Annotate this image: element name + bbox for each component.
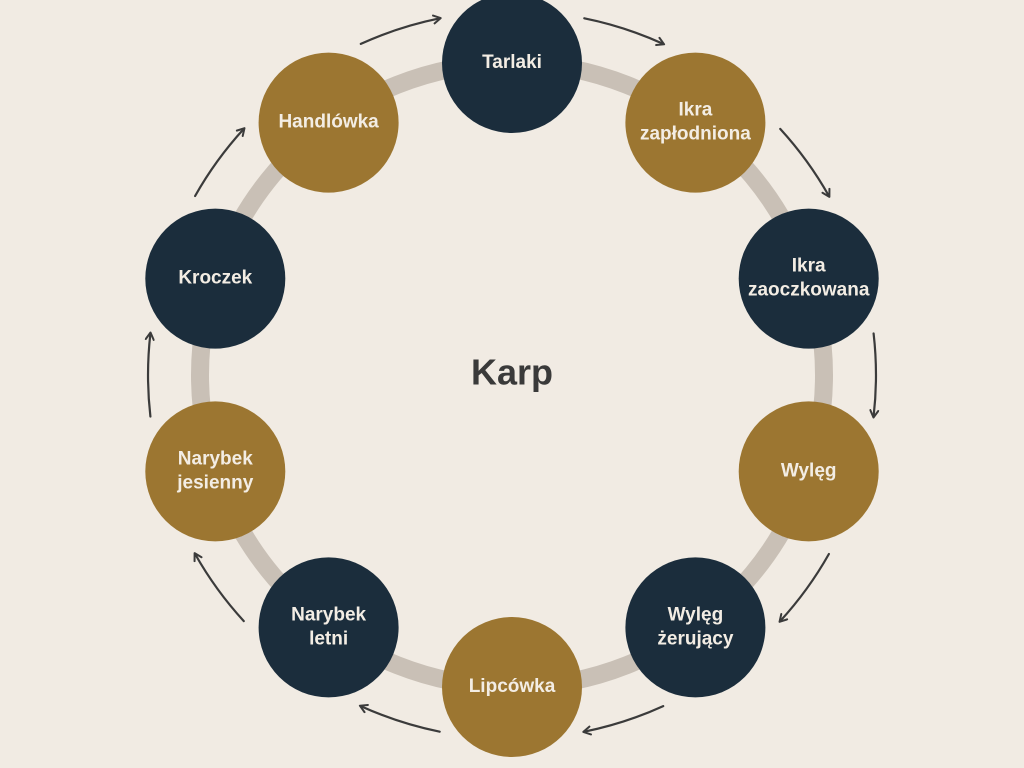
stage-label-wyleg-line-1: Wylęg: [781, 460, 837, 481]
stage-label-ikra-zaoczkowana-line-1: Ikra: [792, 256, 826, 277]
stage-label-kroczek-line-1: Kroczek: [178, 268, 252, 289]
cycle-arrow-1: [583, 17, 666, 47]
stage-nodes: TarlakiIkrazapłodnionaIkrazaoczkowanaWyl…: [145, 0, 879, 757]
stage-node-narybek-letni: Narybek letni: [258, 557, 399, 698]
stage-label-narybek-letni-line-1: Narybek: [291, 604, 366, 625]
cycle-arrow-8: [144, 331, 155, 418]
stage-label-wyleg-zerujacy-line-1: Wylęg: [668, 604, 724, 625]
cycle-arrow-4: [778, 552, 830, 623]
stage-label-lipcowka-line-1: Lipcówka: [469, 676, 556, 697]
center-title: Karp: [471, 352, 553, 393]
stage-node-kroczek: Kroczek: [145, 208, 286, 349]
cycle-arrow-2: [779, 127, 831, 198]
stage-label-narybek-letni-line-2: letni: [309, 628, 348, 649]
stage-circle-narybek-jesienny: [145, 401, 286, 542]
stage-circle-wyleg: [738, 401, 879, 542]
cycle-arrows: [144, 14, 880, 736]
stage-node-wyleg: Wylęg: [738, 401, 879, 542]
stage-node-narybek-jesienny: Narybek jesienny: [145, 401, 286, 542]
stage-circle-kroczek: [145, 208, 286, 349]
stage-label-narybek-jesienny-line-2: jesienny: [176, 472, 253, 493]
stage-circle-ikra-zaoczkowana: [738, 208, 879, 349]
stage-node-tarlaki: Tarlaki: [442, 0, 582, 133]
stage-circle-lipcowka: [442, 617, 582, 757]
stage-circle-ikra-zaplodniona: [625, 52, 766, 193]
stage-label-ikra-zaplodniona-line-1: Ikra: [678, 100, 712, 121]
cycle-arrow-9: [194, 127, 246, 198]
stage-node-lipcowka: Lipcówka: [442, 617, 582, 757]
cycle-arrow-7: [193, 552, 245, 623]
stage-label-handlowka-line-1: Handlówka: [278, 112, 379, 133]
cycle-arrow-5: [582, 705, 665, 736]
stage-node-wyleg-zerujacy: Wylęg żerujący: [625, 557, 766, 698]
stage-circle-handlowka: [258, 52, 399, 193]
cycle-arrow-3: [869, 332, 880, 419]
stage-circle-tarlaki: [442, 0, 582, 133]
stage-label-ikra-zaoczkowana-line-2: zaoczkowana: [748, 280, 870, 301]
cycle-arrow-6: [358, 703, 441, 733]
cycle-arrow-10: [359, 14, 442, 45]
stage-label-ikra-zaplodniona-line-2: zapłodniona: [640, 124, 751, 145]
stage-label-wyleg-zerujacy-line-2: żerujący: [657, 628, 733, 649]
stage-circle-wyleg-zerujacy: [625, 557, 766, 698]
stage-node-ikra-zaoczkowana: Ikra zaoczkowana: [738, 208, 879, 349]
stage-node-ikra-zaplodniona: Ikra zapłodniona: [625, 52, 766, 193]
stage-label-tarlaki-line-1: Tarlaki: [482, 52, 542, 73]
stage-label-narybek-jesienny-line-1: Narybek: [178, 448, 253, 469]
stage-node-handlowka: Handlówka: [258, 52, 399, 193]
stage-circle-narybek-letni: [258, 557, 399, 698]
